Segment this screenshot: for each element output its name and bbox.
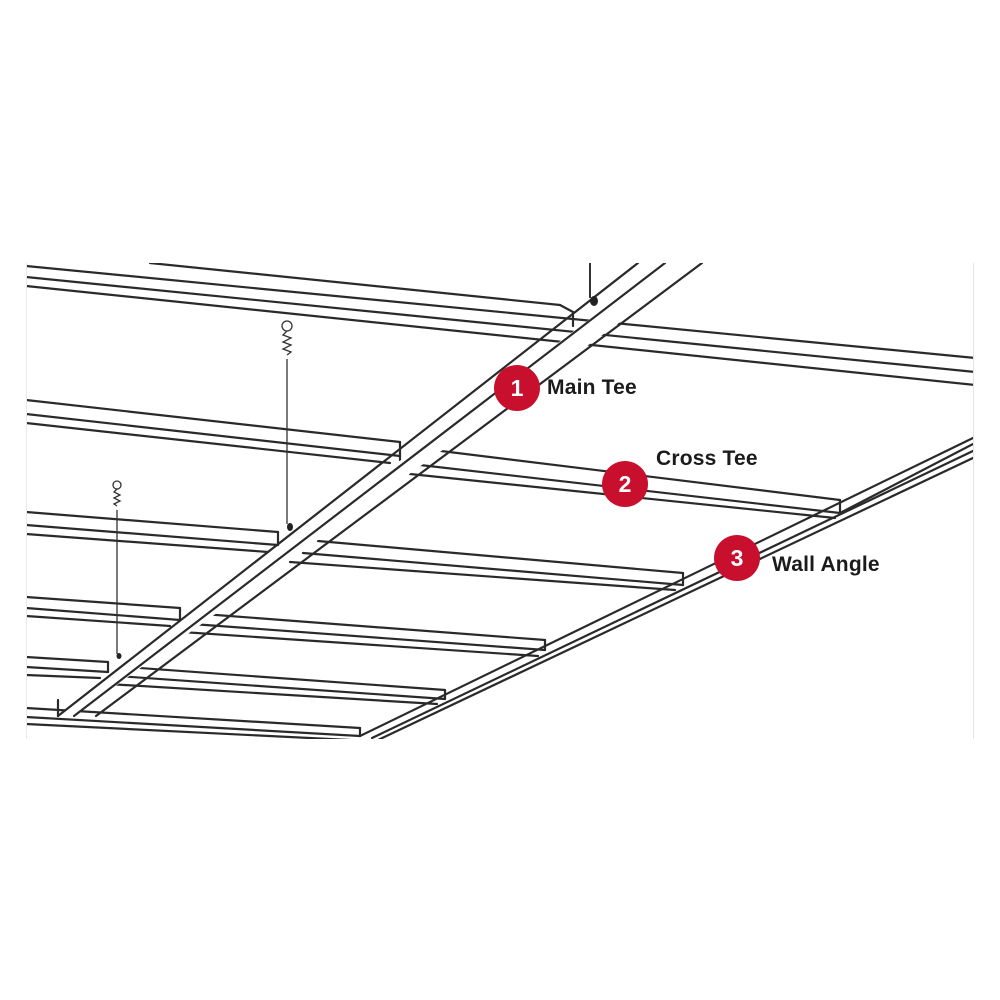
cross-tee-bottom [26, 655, 447, 706]
cross-tee-middle [26, 510, 685, 592]
callout-label-cross-tee: Cross Tee [656, 447, 758, 470]
main-tee-rail [56, 263, 704, 718]
hanger-wire-left [112, 480, 122, 659]
callout-wall-angle: 3 Wall Angle [714, 535, 880, 581]
cross-tee-lower [26, 595, 547, 658]
callout-label-main-tee: Main Tee [547, 376, 637, 399]
ceiling-grid-illustration [26, 263, 974, 739]
callout-marker-1: 1 [494, 365, 540, 411]
callout-marker-2: 2 [602, 461, 648, 507]
wall-angle-rail [358, 436, 974, 739]
hanger-wire-middle [281, 320, 293, 531]
hanger-wire-top [589, 263, 598, 306]
back-cross-tee-rail [26, 263, 974, 387]
callout-cross-tee: 2 Cross Tee [602, 447, 758, 507]
ceiling-grid-diagram [26, 263, 974, 739]
callout-main-tee: 1 Main Tee [494, 365, 637, 411]
callout-label-wall-angle: Wall Angle [772, 553, 880, 576]
callout-marker-3: 3 [714, 535, 760, 581]
